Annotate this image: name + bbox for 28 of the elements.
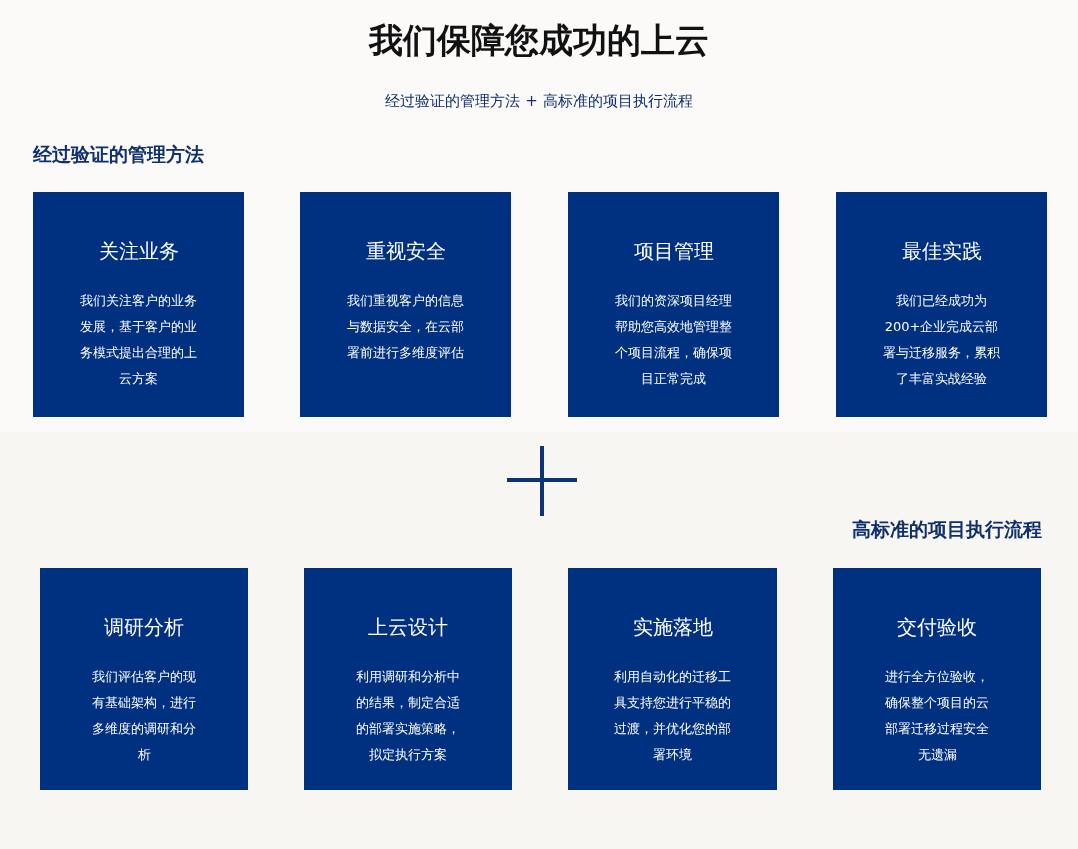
card-description: 我们的资深项目经理帮助您高效地管理整个项目流程，确保项目正常完成 <box>614 292 733 388</box>
card-heading: 最佳实践 <box>900 238 983 265</box>
card-heading: 交付验收 <box>896 614 978 641</box>
card-description: 利用调研和分析中的结果，制定合适的部署实施策略，拟定执行方案 <box>355 668 461 764</box>
card-heading: 项目管理 <box>632 238 715 265</box>
card-heading: 上云设计 <box>367 614 449 641</box>
page-title: 我们保障您成功的上云 <box>367 19 710 62</box>
info-card <box>833 568 1041 790</box>
info-card <box>300 192 511 417</box>
card-heading: 关注业务 <box>97 238 180 265</box>
section-heading: 高标准的项目执行流程 <box>852 517 1042 542</box>
card-description: 我们重视客户的信息与数据安全，在云部署前进行多维度评估 <box>346 292 465 362</box>
info-card <box>33 192 244 417</box>
subtitle: 经过验证的管理方法 + 高标准的项目执行流程 <box>384 92 694 111</box>
card-description: 进行全方位验收，确保整个项目的云部署迁移过程安全无遗漏 <box>884 668 990 764</box>
card-heading: 重视安全 <box>364 238 447 265</box>
info-card <box>568 192 779 417</box>
info-card <box>304 568 512 790</box>
card-heading: 调研分析 <box>103 614 185 641</box>
card-description: 利用自动化的迁移工具支持您进行平稳的过渡，并优化您的部署环境 <box>614 668 731 764</box>
info-card <box>40 568 248 790</box>
card-description: 我们关注客户的业务发展，基于客户的业务模式提出合理的上云方案 <box>79 292 198 388</box>
section-heading: 经过验证的管理方法 <box>33 142 204 167</box>
info-card <box>836 192 1047 417</box>
card-description: 我们评估客户的现有基础架构，进行多维度的调研和分析 <box>91 668 197 764</box>
card-description: 我们已经成功为200+企业完成云部署与迁移服务，累积了丰富实战经验 <box>882 292 1001 388</box>
info-card <box>568 568 777 790</box>
card-heading: 实施落地 <box>631 614 714 641</box>
